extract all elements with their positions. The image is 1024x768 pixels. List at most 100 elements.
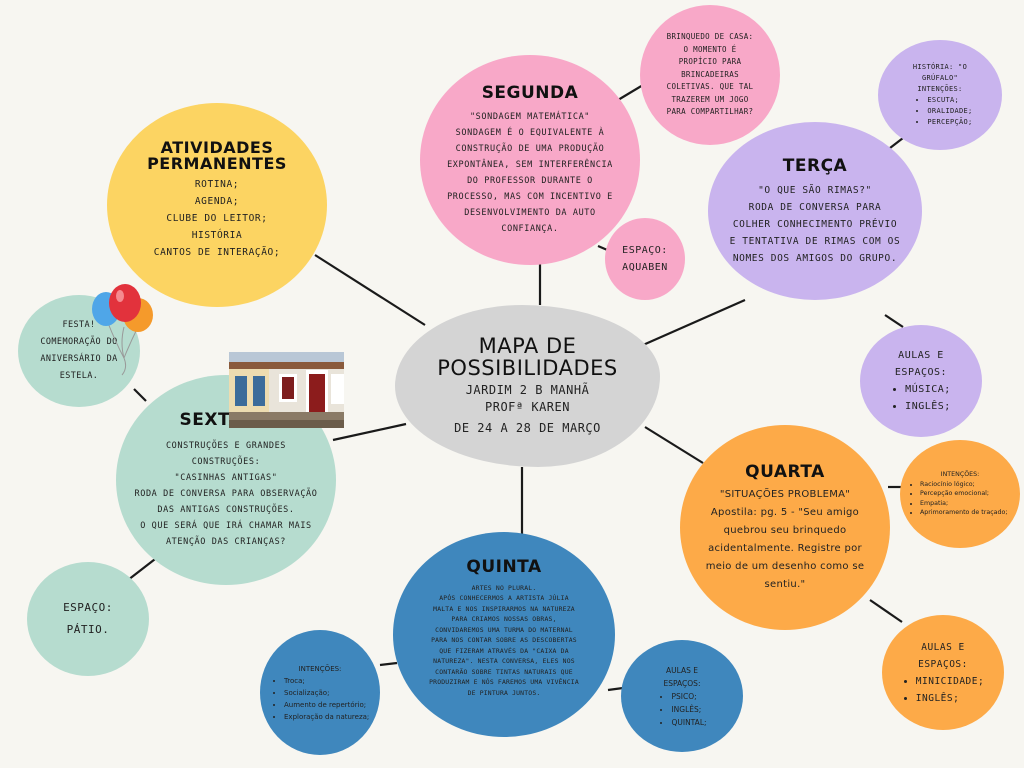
link-intencoes-quinta	[379, 661, 398, 667]
colonial-houses-image	[229, 352, 344, 428]
atividades-line: CLUBE DO LEITOR;	[166, 212, 268, 224]
atividades-line: HISTÓRIA	[191, 229, 243, 241]
intencoes-quinta-item: Exploração da natureza;	[284, 711, 370, 723]
central-line-class: JARDIM 2 B MANHÃ	[465, 383, 590, 397]
segunda-node: SEGUNDA "SONDAGEM MATEMÁTICA" SONDAGEM É…	[420, 55, 640, 265]
patio-line: ESPAÇO:	[63, 601, 113, 614]
link-grufalo	[889, 137, 904, 149]
sexta-line: O QUE SERÁ QUE IRÁ CHAMAR MAIS	[140, 521, 312, 531]
central-title: MAPA DE POSSIBILIDADES	[437, 334, 618, 380]
balloons-icon	[88, 283, 158, 378]
grufalo-item: PERCEPÇÃO;	[927, 117, 972, 128]
intencoes-quinta-item: Troca;	[284, 675, 370, 687]
aulas-terca-line: ESPAÇOS:	[894, 367, 948, 378]
terca-node: TERÇA "O QUE SÃO RIMAS?" RODA DE CONVERS…	[708, 122, 922, 300]
aulas-terca-line: AULAS E	[898, 350, 944, 361]
segunda-line: CONSTRUÇÃO DE UMA PRODUÇÃO	[455, 144, 605, 154]
quinta-line: PARA NOS CONTAR SOBRE AS DESCOBERTAS	[431, 636, 577, 645]
terca-title: TERÇA	[782, 155, 848, 176]
brinquedo-line: PROPÍCIO PARA	[678, 57, 742, 67]
atividades-line: AGENDA;	[194, 195, 240, 207]
terca-line: COLHER CONHECIMENTO PRÉVIO	[732, 218, 898, 230]
central-node	[395, 305, 660, 467]
brinquedo-line: PARA COMPARTILHAR?	[666, 107, 754, 117]
grufalo-line: INTENÇÕES:	[917, 85, 963, 93]
festa-line: FESTA!	[62, 320, 96, 330]
quinta-line: PARA CRIAMOS NOSSAS OBRAS,	[451, 615, 557, 624]
segunda-line: DESENVOLVIMENTO DA AUTO	[464, 208, 596, 218]
quarta-title: QUARTA	[745, 461, 825, 482]
terca-line: NOMES DOS AMIGOS DO GRUPO.	[732, 252, 898, 264]
festa-line: ANIVERSÁRIO DA	[40, 354, 118, 364]
quinta-line: ARTES NO PLURAL.	[471, 583, 537, 592]
aulas-quarta-line: ESPAÇOS:	[918, 658, 968, 670]
segunda-line: DO PROFESSOR DURANTE O	[467, 176, 593, 186]
grufalo-item: ORALIDADE;	[927, 106, 972, 117]
segunda-line: EXPONTÂNEA, SEM INTERFERÊNCIA	[447, 160, 613, 170]
quinta-line: QUE FIZERAM ATRAVÉS DA "CAIXA DA	[439, 646, 569, 655]
quarta-line: "SITUAÇÕES PROBLEMA"	[719, 488, 851, 500]
atividades-line: CANTOS DE INTERAÇÃO;	[153, 246, 281, 258]
central-node-content: MAPA DE POSSIBILIDADES JARDIM 2 B MANHÃ …	[395, 305, 660, 467]
quinta-line: PRODUZIRAM E NÓS FAREMOS UMA VIVÊNCIA	[429, 678, 579, 687]
quarta-line: meio de um desenho como se	[705, 560, 865, 572]
aulas-quarta-node: AULAS E ESPAÇOS: MINICIDADE; INGLÊS;	[882, 615, 1004, 730]
aulas-terca-item: INGLÊS;	[905, 398, 951, 415]
quinta-node: QUINTA ARTES NO PLURAL. APÓS CONHECERMOS…	[393, 532, 615, 737]
link-quarta	[644, 426, 704, 464]
patio-line: PÁTIO.	[66, 623, 110, 636]
sexta-line: RODA DE CONVERSA PARA OBSERVAÇÃO	[134, 489, 318, 499]
segunda-line: CONFIANÇA.	[501, 224, 559, 234]
link-festa	[133, 388, 147, 402]
intencoes-quarta-item: Percepção emocional;	[920, 489, 1012, 499]
quinta-line: CONTARÃO SOBRE TINTAS NATURAIS QUE	[435, 667, 573, 676]
link-brinquedo	[617, 84, 644, 101]
brinquedo-line: BRINQUEDO DE CASA:	[666, 32, 754, 42]
quinta-line: APÓS CONHECERMOS A ARTISTA JÚLIA	[439, 594, 569, 603]
grufalo-node: HISTÓRIA: "O GRÚFALO" INTENÇÕES: ESCUTA;…	[878, 40, 1002, 150]
quarta-line: acidentalmente. Registre por	[708, 542, 862, 554]
link-sexta	[332, 422, 407, 442]
aquaben-node: ESPAÇO: AQUABEN	[605, 218, 685, 300]
patio-node: ESPAÇO: PÁTIO.	[27, 562, 149, 676]
aquaben-line: ESPAÇO:	[622, 245, 668, 256]
terca-line: E TENTATIVA DE RIMAS COM OS	[729, 235, 901, 247]
brinquedo-node: BRINQUEDO DE CASA: O MOMENTO É PROPÍCIO …	[640, 5, 780, 145]
aulas-quinta-item: INGLÊS;	[671, 703, 706, 716]
sexta-line: CONSTRUÇÕES:	[191, 457, 261, 467]
sexta-line: CONSTRUÇÕES E GRANDES	[165, 441, 287, 451]
quarta-line: quebrou seu brinquedo	[723, 524, 847, 536]
aulas-terca-node: AULAS E ESPAÇOS: MÚSICA; INGLÊS;	[860, 325, 982, 437]
quinta-line: NATUREZA". NESTA CONVERSA, ELES NOS	[433, 657, 575, 666]
link-aulas-terca	[884, 314, 904, 328]
segunda-title: SEGUNDA	[481, 83, 579, 103]
atividades-node: ATIVIDADES PERMANENTES ROTINA; AGENDA; C…	[107, 103, 327, 307]
brinquedo-line: O MOMENTO É	[683, 44, 737, 54]
festa-line: ESTELA.	[59, 371, 99, 381]
festa-line: COMEMORAÇÃO DO	[40, 337, 118, 347]
quarta-line: sentiu."	[764, 578, 806, 590]
aulas-quinta-line: ESPAÇOS:	[663, 678, 701, 688]
aulas-quinta-line: AULAS E	[666, 665, 698, 675]
segunda-line: "SONDAGEM MATEMÁTICA"	[469, 112, 591, 122]
link-aulas-quarta	[869, 599, 903, 623]
intencoes-quinta-item: Aumento de repertório;	[284, 699, 370, 711]
aulas-quinta-item: PSICO;	[671, 690, 706, 703]
quinta-line: DE PINTURA JUNTOS.	[467, 688, 541, 697]
aquaben-line: AQUABEN	[622, 262, 668, 273]
intencoes-quinta-node: INTENÇÕES: Troca; Socialização; Aumento …	[260, 630, 380, 755]
central-line-teacher: PROFª KAREN	[485, 400, 570, 414]
intencoes-quarta-node: INTENÇÕES: Raciocínio lógico; Percepção …	[900, 440, 1020, 548]
intencoes-quarta-item: Raciocínio lógico;	[920, 480, 1012, 490]
aulas-quinta-node: AULAS E ESPAÇOS: PSICO; INGLÊS; QUINTAL;	[621, 640, 743, 752]
intencoes-quarta-item: Empatia;	[920, 499, 1012, 509]
link-aulas-quinta	[607, 686, 624, 692]
central-line-dates: DE 24 A 28 DE MARÇO	[454, 421, 601, 435]
quarta-line: Apostila: pg. 5 - "Seu amigo	[710, 506, 860, 518]
sexta-title: SEXTA	[179, 410, 243, 430]
terca-line: "O QUE SÃO RIMAS?"	[758, 184, 872, 196]
sexta-line: DAS ANTIGAS CONSTRUÇÕES.	[157, 505, 295, 515]
sexta-line: ATENÇÃO DAS CRIANÇAS?	[165, 537, 287, 547]
brinquedo-line: BRINCADEIRAS	[681, 69, 739, 79]
